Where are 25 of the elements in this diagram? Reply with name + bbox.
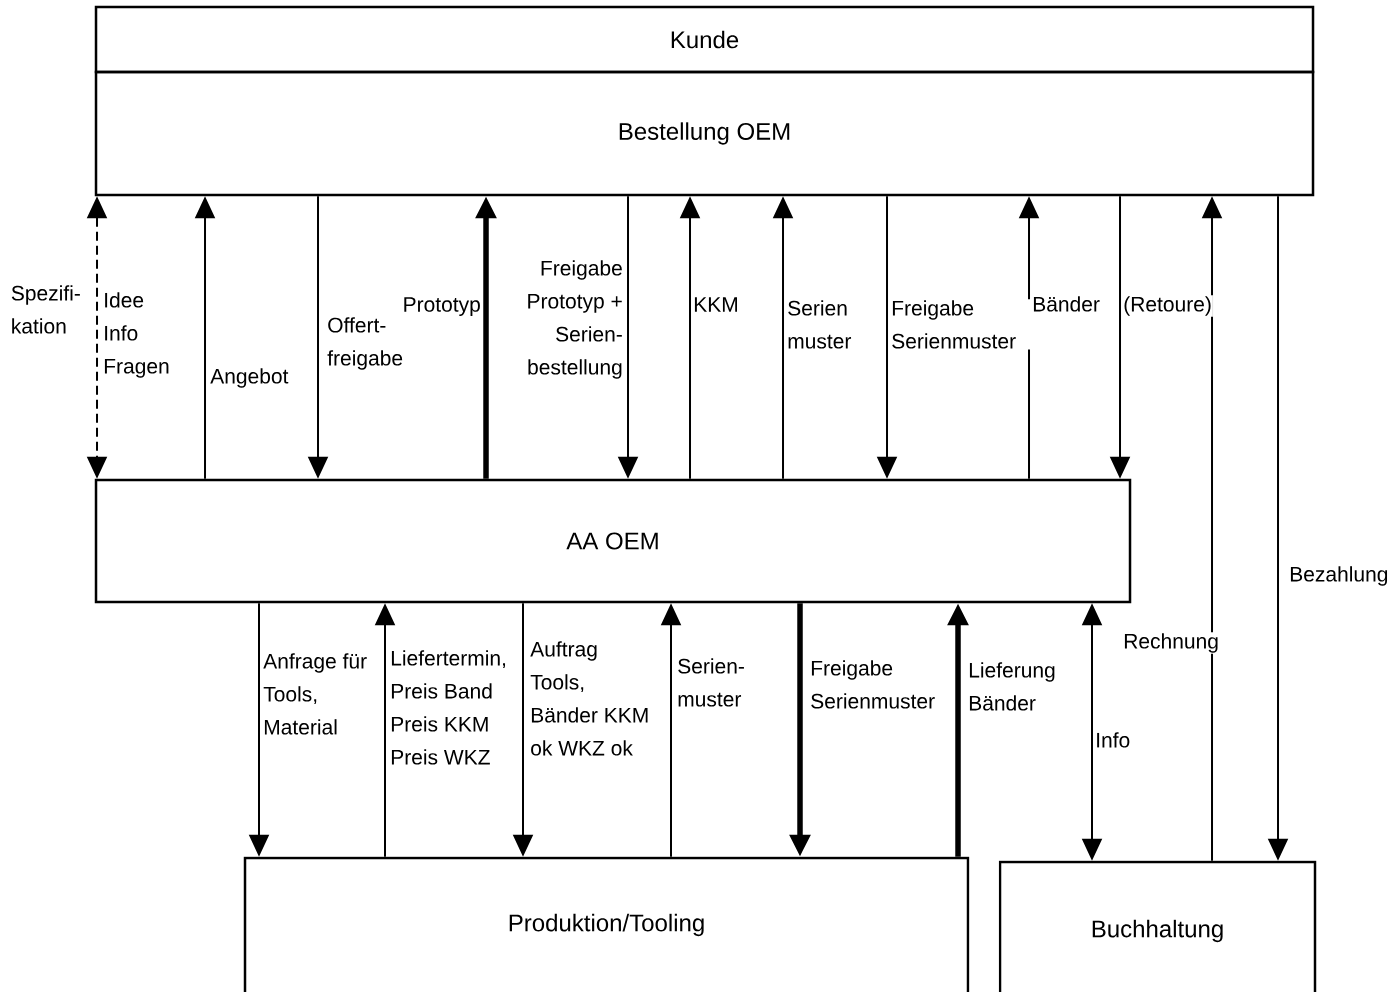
edge-label: Serien- muster bbox=[676, 657, 759, 708]
edge-label: KKM bbox=[692, 296, 740, 313]
edge-label: Info bbox=[1094, 731, 1132, 749]
process-box: AA OEM bbox=[94, 478, 1132, 604]
process-box: Buchhaltung bbox=[998, 860, 1317, 992]
edge-label: Rechnung bbox=[1122, 632, 1220, 654]
edge-label: Serien muster bbox=[786, 299, 869, 350]
edge-label: Prototyp bbox=[401, 296, 482, 317]
edge-label: Freigabe Serienmuster bbox=[890, 299, 1033, 350]
edge-label: (Retoure) bbox=[1122, 295, 1213, 317]
edge-label: Bänder bbox=[1031, 295, 1101, 313]
process-box: Bestellung OEM bbox=[94, 70, 1315, 197]
edge-label: Anfrage für Tools, Material bbox=[262, 652, 380, 736]
edge-label: Freigabe Serienmuster bbox=[809, 659, 952, 710]
edge-label: Bezahlung bbox=[1288, 565, 1390, 587]
edge-label: Lieferung Bänder bbox=[967, 661, 1060, 712]
edge-label: Offert- freigabe bbox=[326, 316, 419, 371]
process-box: Produktion/Tooling bbox=[243, 856, 970, 992]
edge-label: Freigabe Prototyp + Serien- bestellung bbox=[509, 259, 624, 380]
edge-label: Angebot bbox=[209, 367, 290, 389]
edge-label: Auftrag Tools, Bänder KKM ok WKZ ok bbox=[529, 640, 657, 757]
text-label: Idee Info Fragen bbox=[102, 291, 185, 379]
edge-label: Liefertermin, Preis Band Preis KKM Preis WKZ bbox=[389, 649, 517, 766]
edge-label: Spezifi- kation bbox=[9, 284, 92, 335]
process-box: Kunde bbox=[94, 5, 1315, 74]
